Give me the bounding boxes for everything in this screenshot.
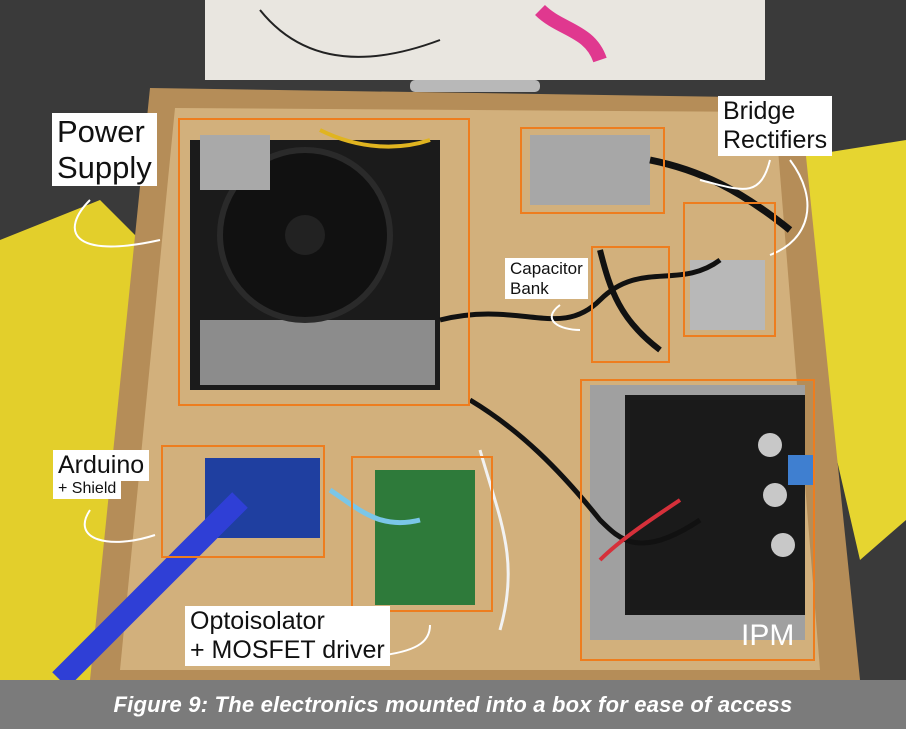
paper-panel [205, 0, 765, 80]
pink-drawing [535, 4, 607, 63]
arrow-rectifier-2 [769, 159, 809, 256]
arrow-optoisolator [384, 624, 431, 656]
wire-black-4 [597, 249, 662, 353]
psu-fan-hub [285, 215, 325, 255]
label-arduino-shield: + Shield [53, 479, 122, 500]
label-ipm: IPM [741, 619, 795, 652]
wire-black-1 [439, 257, 722, 323]
arrow-arduino [83, 509, 156, 543]
wire-light-blue [328, 487, 421, 526]
wire-red [598, 498, 682, 562]
highlight-arduino [161, 445, 325, 558]
highlight-power-supply [178, 118, 470, 406]
hinge [410, 80, 540, 92]
arrow-rectifier-1 [699, 159, 771, 190]
label-optoisolator: Optoisolator + MOSFET driver [185, 606, 390, 666]
highlight-bridge-rectifier-2 [683, 202, 776, 337]
label-power-supply: Power Supply [52, 113, 157, 187]
wire-black-2 [468, 397, 702, 546]
figure-caption: Figure 9: The electronics mounted into a… [0, 680, 906, 729]
arrow-capacitor [550, 304, 581, 331]
highlight-ipm [580, 379, 815, 661]
ipm-terminal-3 [771, 533, 795, 557]
label-bridge-rectifiers: Bridge Rectifiers [718, 96, 833, 156]
label-arduino: Arduino [53, 450, 150, 481]
ipm-terminal-2 [763, 483, 787, 507]
optoisolator-board [375, 470, 475, 605]
rectifier-1 [530, 135, 650, 205]
ipm-terminal-1 [758, 433, 782, 457]
ipm-capacitor [788, 455, 814, 485]
wire-black-3 [649, 156, 793, 233]
wire-white [478, 449, 510, 631]
psu-grille [200, 320, 435, 385]
psu-bracket [200, 135, 270, 190]
arrow-power-supply [73, 199, 161, 248]
highlight-optoisolator [351, 456, 493, 612]
blue-tube [52, 492, 248, 680]
highlight-bridge-rectifier-1 [520, 127, 665, 214]
sketch-lines [259, 9, 441, 58]
highlight-capacitor-bank [591, 246, 670, 363]
wire-yellow [319, 128, 431, 149]
label-capacitor-bank: Capacitor Bank [505, 258, 588, 300]
